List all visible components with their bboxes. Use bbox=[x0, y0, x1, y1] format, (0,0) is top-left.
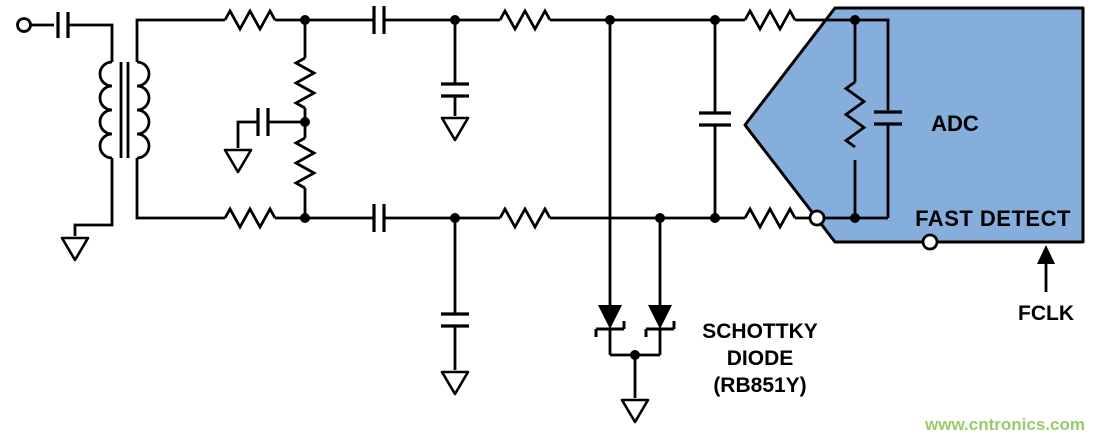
junction-dot bbox=[655, 213, 665, 223]
adc-internal-resistor bbox=[843, 80, 867, 149]
fclk-arrowhead-icon bbox=[1037, 245, 1055, 264]
schottky-label-line2: DIODE bbox=[727, 347, 794, 370]
fclk-arrow bbox=[1037, 245, 1055, 264]
terminals bbox=[16, 17, 939, 251]
adc-bottom-pin bbox=[921, 233, 939, 251]
bottom-series-resistor-2 bbox=[498, 206, 552, 230]
schottky-diode-right-triangle bbox=[648, 305, 672, 329]
schottky-diodes bbox=[594, 305, 676, 337]
wire-shunt-caps bbox=[453, 20, 717, 370]
top-shunt-capacitor bbox=[441, 82, 469, 98]
schottky-diode-right-bar bbox=[644, 321, 676, 337]
schottky-label-line1: SCHOTTKY bbox=[702, 320, 818, 343]
adc-body bbox=[743, 6, 1085, 244]
top-dc-block-capacitor bbox=[372, 6, 386, 34]
top-shunt-ground-icon bbox=[440, 116, 470, 142]
junction-dot bbox=[710, 213, 720, 223]
bottom-series-resistor-1 bbox=[223, 206, 277, 230]
top-series-resistor-2 bbox=[498, 8, 552, 32]
schottky-diode-left-bar bbox=[594, 321, 626, 337]
resistors bbox=[223, 8, 867, 230]
bottom-series-resistor-3 bbox=[743, 206, 797, 230]
wire-diodes bbox=[608, 20, 662, 398]
fast-detect-label: FAST DETECT bbox=[915, 206, 1071, 231]
junction-dot bbox=[710, 15, 720, 25]
input-coupling-capacitor bbox=[56, 12, 70, 38]
transformer bbox=[98, 60, 151, 160]
wire-adc-internal bbox=[853, 20, 890, 218]
junction-dot bbox=[300, 213, 310, 223]
schottky-ground-icon bbox=[620, 398, 650, 424]
wire-input bbox=[30, 23, 114, 236]
divider-resistor-upper bbox=[293, 56, 317, 110]
center-tap-capacitor bbox=[256, 108, 270, 136]
top-series-resistor-1 bbox=[223, 8, 277, 32]
bottom-shunt-capacitor bbox=[441, 312, 469, 328]
transformer-secondary-winding bbox=[136, 60, 151, 160]
input-terminal bbox=[16, 17, 32, 33]
primary-ground-icon bbox=[60, 236, 90, 262]
bottom-dc-block-capacitor bbox=[372, 204, 386, 232]
ground-symbols bbox=[60, 116, 650, 424]
schottky-label-line3: (RB851Y) bbox=[713, 374, 806, 397]
adc-label: ADC bbox=[931, 111, 979, 136]
wire-top-rail bbox=[135, 18, 890, 110]
top-series-resistor-3 bbox=[743, 8, 797, 32]
adc-internal-capacitor bbox=[874, 110, 902, 126]
wire-divider bbox=[236, 20, 307, 218]
labels: ADC FAST DETECT SCHOTTKY DIODE (RB851Y) … bbox=[702, 111, 1085, 434]
adc-input-pin bbox=[808, 209, 826, 227]
junction-dot bbox=[300, 117, 310, 127]
junction-dot bbox=[300, 15, 310, 25]
wire-bottom-rail bbox=[135, 158, 888, 220]
capacitors bbox=[56, 6, 902, 328]
junction-dot bbox=[450, 15, 460, 25]
junction-dot bbox=[850, 213, 860, 223]
junction-dot bbox=[450, 213, 460, 223]
junction-dots bbox=[300, 15, 860, 360]
center-tap-ground-icon bbox=[223, 148, 253, 174]
junction-dot bbox=[630, 350, 640, 360]
differential-shunt-capacitor bbox=[699, 111, 731, 127]
adc-block bbox=[743, 6, 1085, 244]
watermark: www.cntronics.com bbox=[924, 415, 1085, 434]
schottky-diode-left-triangle bbox=[598, 305, 622, 329]
transformer-core bbox=[119, 62, 130, 158]
junction-dot bbox=[605, 15, 615, 25]
transformer-primary-winding bbox=[98, 60, 113, 160]
fclk-label: FCLK bbox=[1018, 302, 1074, 325]
divider-resistor-lower bbox=[293, 136, 317, 190]
junction-dot bbox=[850, 15, 860, 25]
bottom-shunt-ground-icon bbox=[440, 370, 470, 396]
